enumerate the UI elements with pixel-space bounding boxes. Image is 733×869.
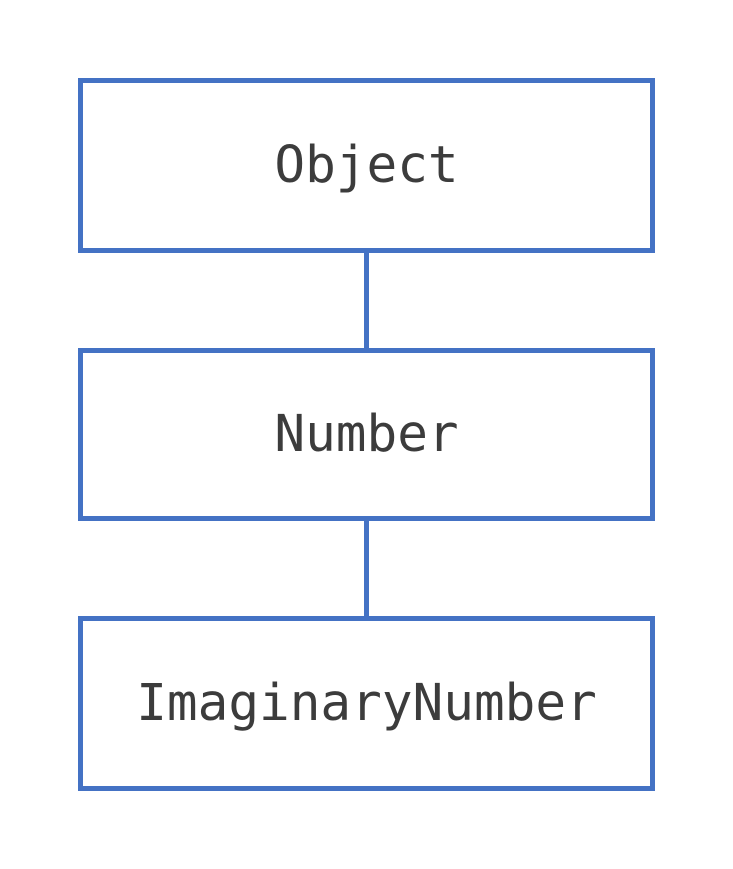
- class-node-object[interactable]: Object: [78, 78, 655, 253]
- class-node-imaginarynumber[interactable]: ImaginaryNumber: [78, 616, 655, 791]
- class-node-number[interactable]: Number: [78, 348, 655, 521]
- inheritance-edge-object-number: [364, 248, 369, 353]
- inheritance-edge-number-imaginarynumber: [364, 516, 369, 621]
- class-node-label: Number: [274, 405, 459, 464]
- class-node-label: ImaginaryNumber: [136, 674, 597, 733]
- class-node-label: Object: [274, 136, 459, 195]
